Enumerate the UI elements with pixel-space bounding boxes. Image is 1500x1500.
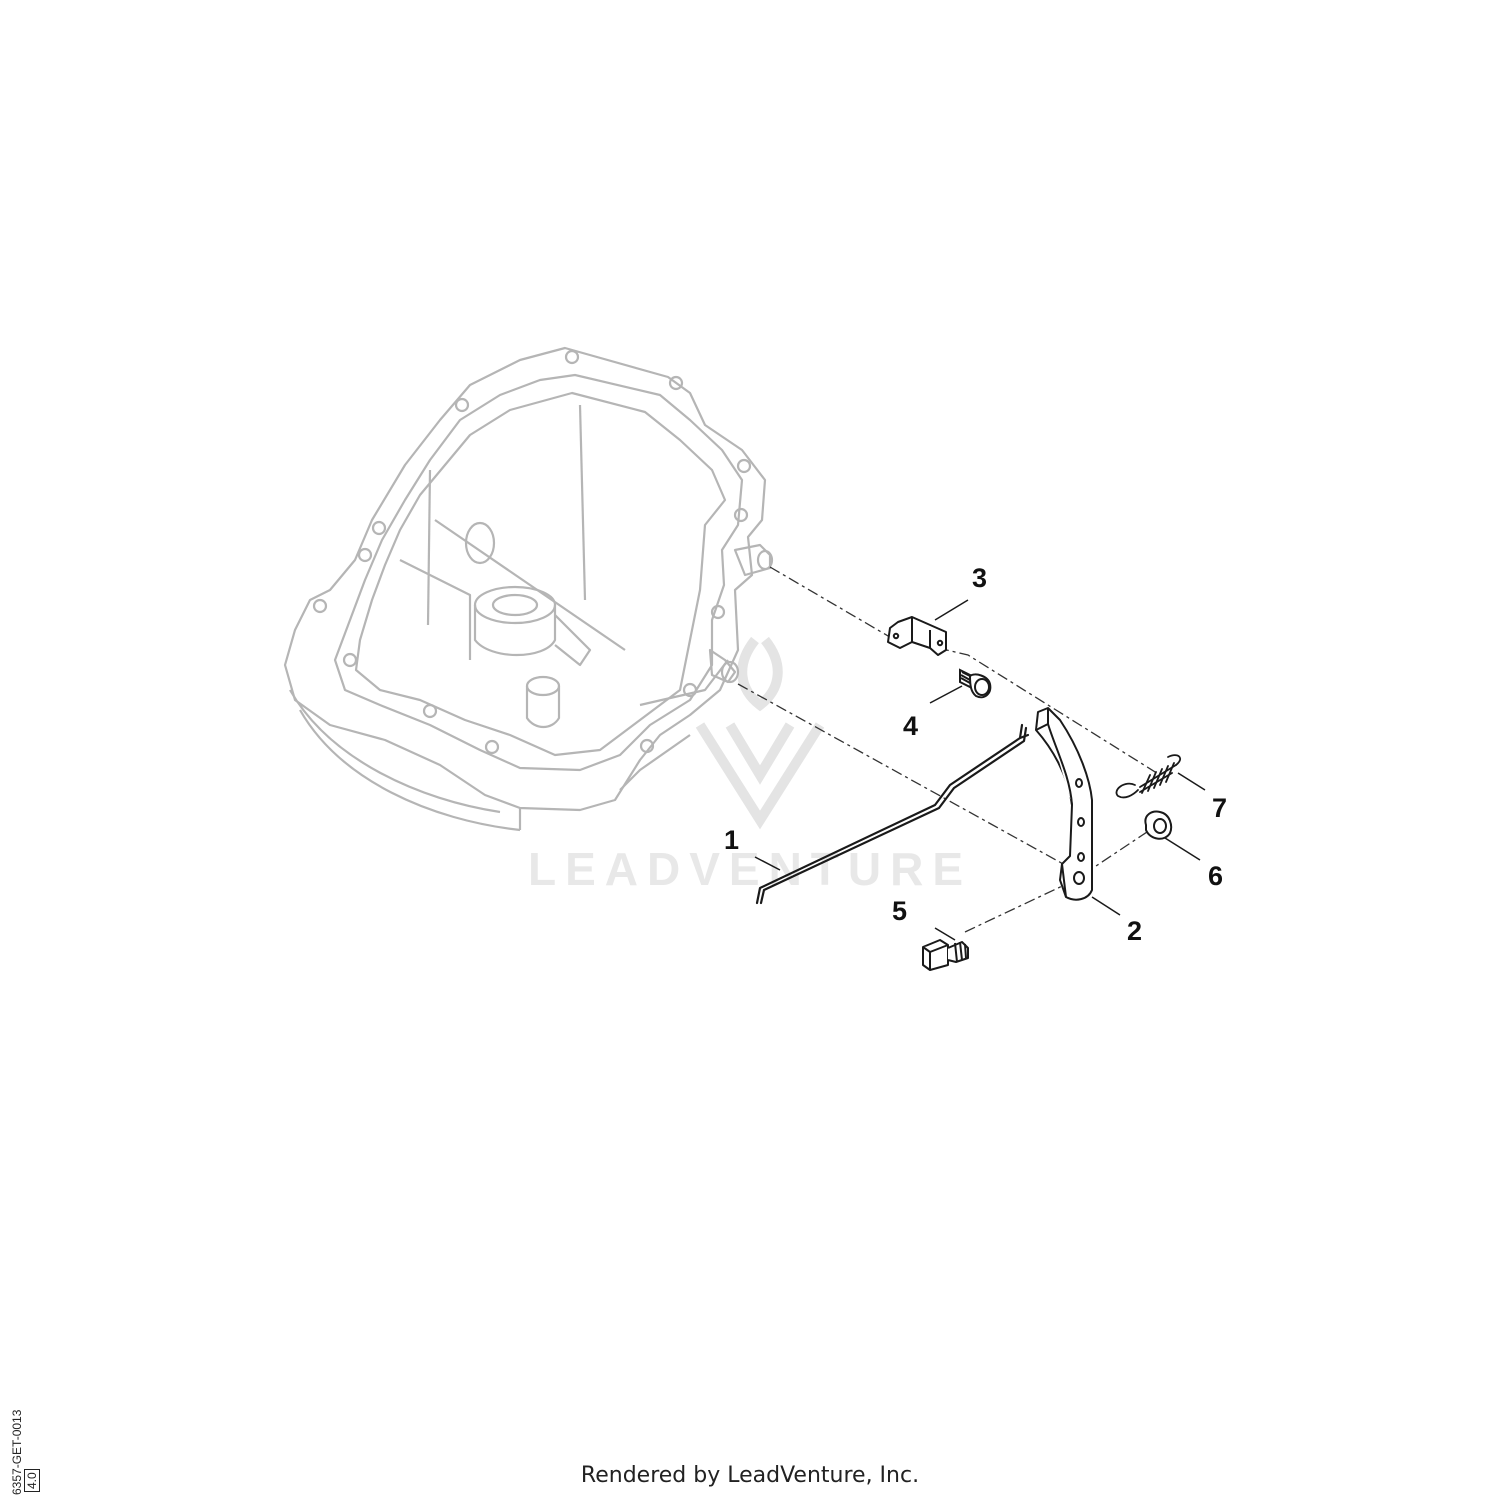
watermark-logo	[695, 636, 825, 830]
part-4-flange-bolt	[959, 668, 992, 699]
callout-7: 7	[1212, 793, 1228, 823]
part-1-governor-rod	[755, 723, 1030, 905]
callout-1: 1	[724, 825, 740, 855]
revision-box: 4.0	[24, 1469, 40, 1492]
engine-crankcase-housing	[283, 346, 774, 832]
part-6-nut	[1144, 810, 1173, 840]
part-3-bracket	[887, 616, 947, 656]
callout-4: 4	[903, 711, 919, 741]
assembly-leader-lines	[737, 566, 1161, 933]
callout-2: 2	[1127, 916, 1143, 946]
part-5-shoulder-screw	[922, 939, 969, 971]
render-credit: Rendered by LeadVenture, Inc.	[580, 1463, 920, 1488]
callout-leader-lines	[754, 599, 1206, 941]
part-7-spring	[1115, 754, 1181, 799]
callout-3: 3	[972, 563, 988, 593]
part-2-governor-lever	[1035, 707, 1093, 901]
callout-5: 5	[892, 896, 908, 926]
watermark-text: LEADVENTURE	[528, 843, 972, 895]
diagram-code: 6357-GET-0013	[10, 1409, 24, 1495]
callout-6: 6	[1208, 861, 1224, 891]
